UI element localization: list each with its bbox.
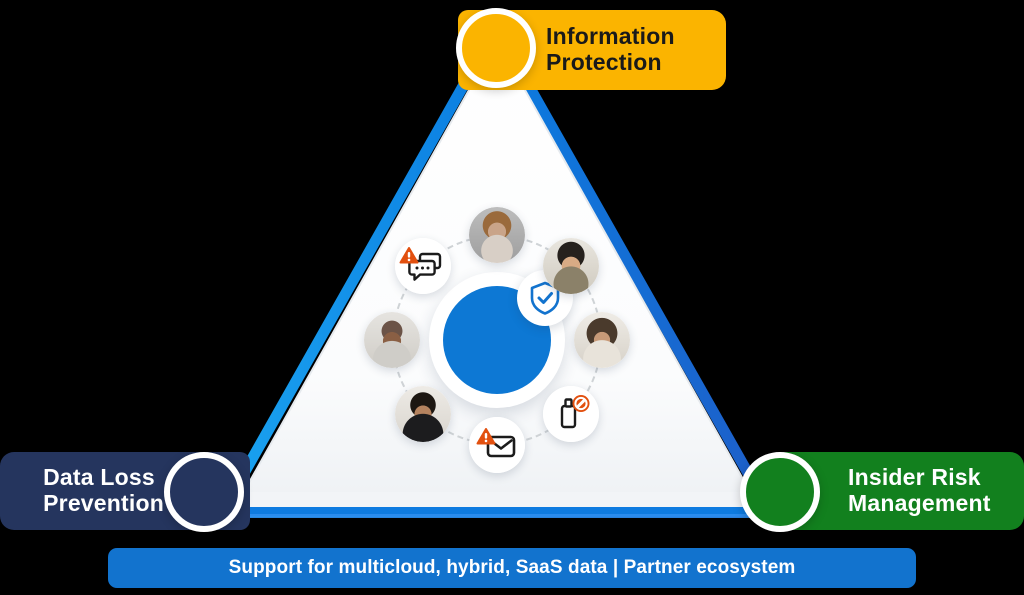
- ring-node-usb-blocked: [543, 386, 600, 443]
- ring-node-avatar-right: [574, 312, 630, 368]
- usb-blocked-icon: [561, 395, 590, 429]
- person-avatar: [469, 207, 525, 263]
- shield-check-icon: [530, 281, 560, 315]
- pillar-node-data-loss-prevention[interactable]: [164, 452, 244, 532]
- person-avatar: [364, 312, 420, 368]
- ring-node-chat-alert: [394, 237, 451, 294]
- triangle-base-bar: [237, 507, 757, 516]
- ring-node-avatar-lower-left: [394, 386, 451, 443]
- person-avatar: [394, 386, 451, 443]
- footer-support-bar[interactable]: Support for multicloud, hybrid, SaaS dat…: [108, 548, 916, 588]
- pillar-label-text: Information Protection: [546, 23, 675, 75]
- email-alert-icon: [476, 428, 516, 458]
- footer-support-text: Support for multicloud, hybrid, SaaS dat…: [228, 557, 796, 578]
- pillar-label-text: Data Loss Prevention: [43, 464, 164, 516]
- person-avatar: [574, 312, 630, 368]
- triangle-base-bar-highlight: [237, 514, 757, 518]
- ring-node-avatar-upper-right: [543, 237, 600, 294]
- chat-alert-icon: [399, 246, 441, 281]
- ring-node-avatar-left: [364, 312, 420, 368]
- person-avatar: [543, 237, 600, 294]
- pillar-node-insider-risk-management[interactable]: [740, 452, 820, 532]
- ring-node-email-alert: [469, 417, 525, 473]
- pillar-label-text: Insider Risk Management: [848, 464, 991, 516]
- ring-node-avatar-top: [469, 207, 525, 263]
- pillar-node-information-protection[interactable]: [456, 8, 536, 88]
